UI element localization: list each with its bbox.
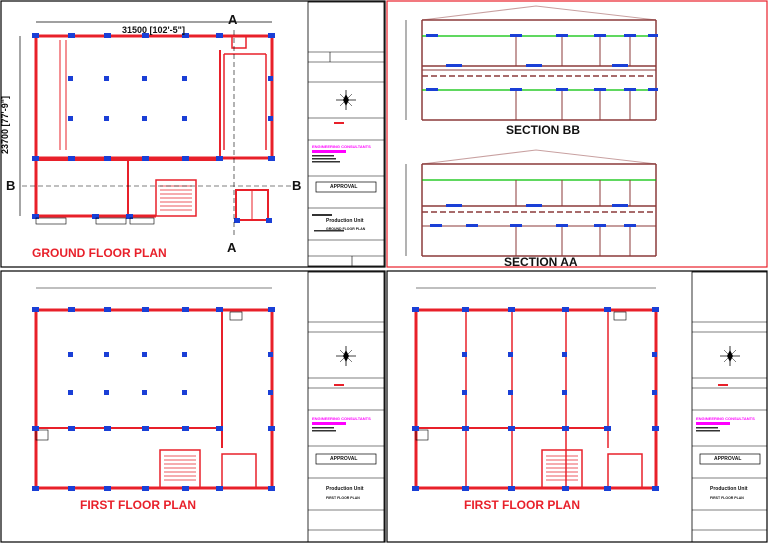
- section-aa-title: SECTION AA: [504, 255, 578, 269]
- gf-section-b-left: B: [6, 178, 16, 193]
- first-floor-drawing-2: [386, 270, 768, 543]
- titleblock-gf: [307, 1, 385, 267]
- gf-firm: ENGINEERING CONSULTANTS: [312, 144, 371, 149]
- ground-floor-sheet: 31500 [102'-5"] 23700 [77'-9"] A A B B G…: [0, 0, 386, 268]
- gf-title: GROUND FLOOR PLAN: [32, 246, 167, 260]
- gf-client: Production Unit: [326, 218, 364, 224]
- ff2-title: FIRST FLOOR PLAN: [464, 498, 580, 512]
- ff2-column-grid: [412, 287, 659, 491]
- ff1-column-grid: [32, 287, 275, 491]
- ff1-sheet-name: FIRST FLOOR PLAN: [326, 496, 360, 500]
- ground-floor-drawing: [0, 0, 386, 268]
- gf-stamp: APPROVAL: [330, 184, 358, 190]
- first-floor-sheet-2: FIRST FLOOR PLAN ENGINEERING CONSULTANTS…: [386, 270, 768, 543]
- north-arrow-icon: [336, 346, 356, 366]
- ff2-firm: ENGINEERING CONSULTANTS: [696, 416, 755, 421]
- titleblock-ff1: [307, 271, 385, 543]
- section-bb-drawing: [405, 5, 658, 121]
- first-floor-sheet-1: FIRST FLOOR PLAN ENGINEERING CONSULTANTS…: [0, 270, 386, 543]
- gf-dim-width: 31500 [102'-5"]: [122, 25, 185, 35]
- ff2-stamp: APPROVAL: [714, 456, 742, 462]
- ff1-title: FIRST FLOOR PLAN: [80, 498, 196, 512]
- first-floor-drawing-1: [0, 270, 386, 543]
- north-arrow-icon: [336, 90, 356, 110]
- gf-dim-height: 23700 [77'-9"]: [0, 96, 10, 154]
- gf-section-b-right: B: [292, 178, 302, 193]
- section-bb-title: SECTION BB: [506, 123, 581, 137]
- titleblock-ff2: [691, 271, 768, 543]
- north-arrow-icon: [720, 346, 740, 366]
- gf-section-a-top: A: [228, 12, 238, 27]
- ff1-client: Production Unit: [326, 486, 364, 492]
- sections-drawing: [386, 0, 768, 268]
- ff2-sheet-name: FIRST FLOOR PLAN: [710, 496, 744, 500]
- ff1-stamp: APPROVAL: [330, 456, 358, 462]
- ff2-client: Production Unit: [710, 486, 748, 492]
- gf-column-grid: [19, 21, 300, 238]
- gf-section-a-bottom: A: [227, 240, 237, 255]
- section-aa-drawing: [405, 149, 657, 257]
- gf-sheet-name: GROUND FLOOR PLAN: [326, 227, 366, 231]
- sections-sheet: SECTION BB SECTION AA: [386, 0, 768, 269]
- ff1-firm: ENGINEERING CONSULTANTS: [312, 416, 371, 421]
